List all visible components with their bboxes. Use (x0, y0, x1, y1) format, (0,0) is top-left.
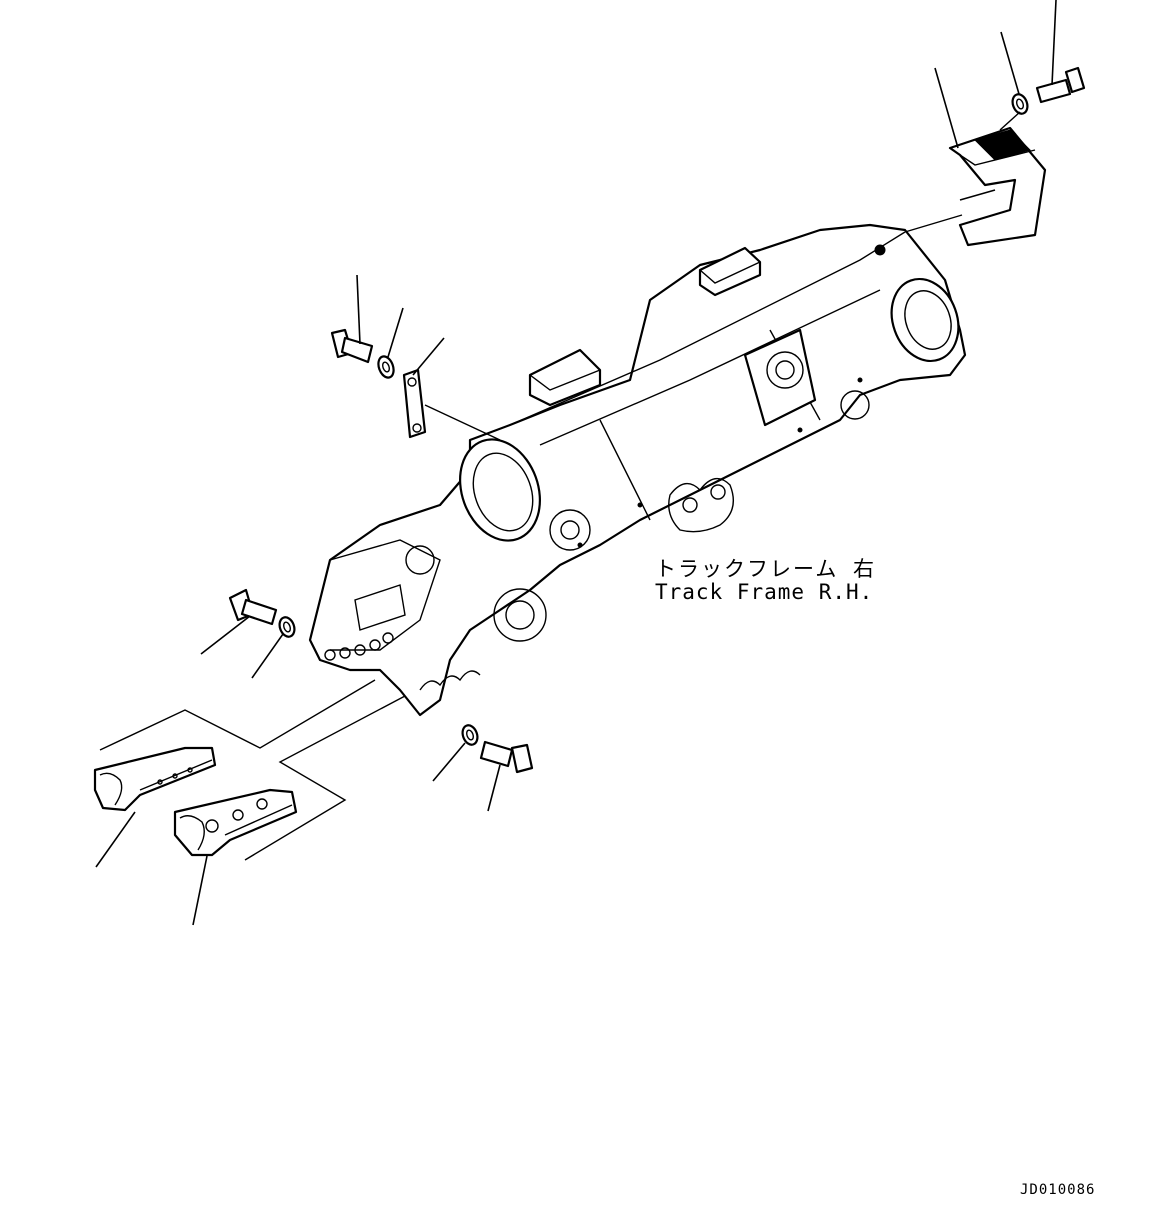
bolt-upper-left (330, 328, 374, 364)
plate-upper-left (402, 368, 427, 439)
frame-label-english: Track Frame R.H. (655, 580, 874, 604)
leader-lines (95, 0, 1057, 926)
drawing-number: JD010086 (1020, 1182, 1096, 1198)
washer-rear-guard (1011, 93, 1029, 115)
guard-piece-front (93, 746, 217, 812)
washer-front-left (278, 616, 296, 638)
bolt-rear-guard (1035, 66, 1086, 104)
reference-lines (99, 111, 1021, 861)
track-frame (308, 223, 967, 717)
washer-upper-left (377, 355, 395, 379)
bolt-lower-mid (479, 740, 534, 774)
guard-piece-rear (173, 788, 298, 857)
frame-label-japanese: トラックフレーム 右 (655, 557, 877, 581)
bolt-front-left (228, 588, 278, 626)
rear-guard-part (948, 126, 1047, 247)
washer-lower-mid (461, 724, 479, 746)
